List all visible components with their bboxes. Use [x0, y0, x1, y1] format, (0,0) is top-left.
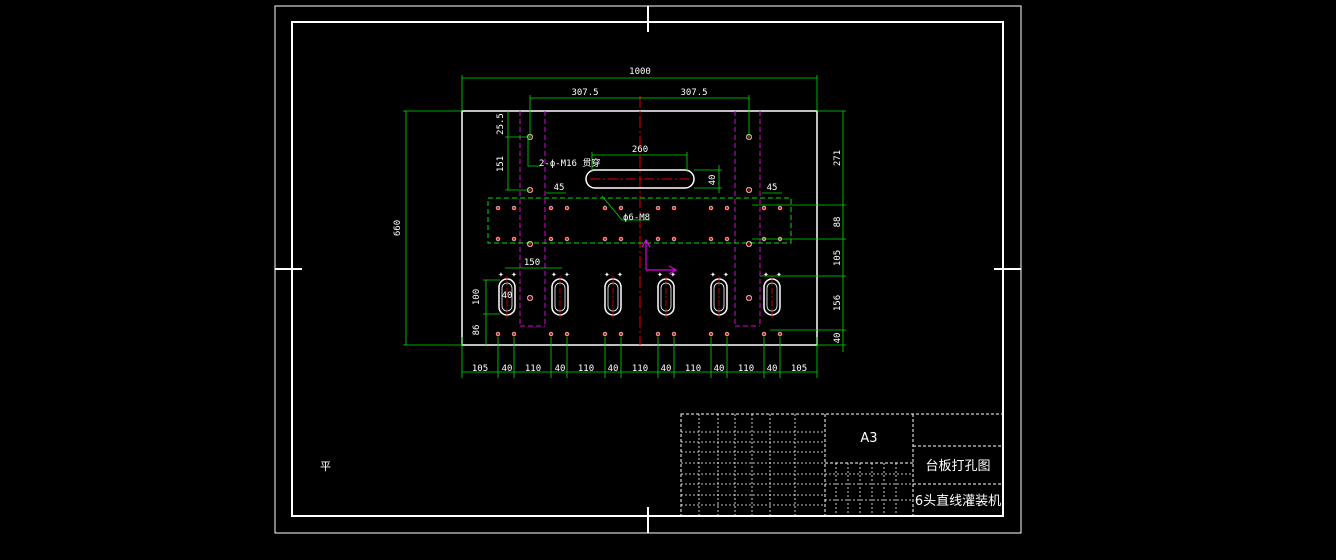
dim-slot-height: 100	[472, 289, 482, 305]
slot-mark-left-3: ✦	[604, 271, 610, 279]
title-block-grid	[681, 414, 913, 516]
dimension-lines	[403, 75, 846, 373]
origin-marker	[641, 238, 678, 275]
vertical-slot-inner-3	[607, 282, 619, 312]
slot-mark-right-4: ✦	[670, 271, 676, 279]
dim-bottom-2: 40	[502, 364, 513, 374]
dim-overall-width: 1000	[629, 67, 651, 77]
dim-right-2: 88	[833, 217, 843, 228]
dim-slot-pitch: 150	[524, 258, 540, 268]
dim-right-small: 45	[767, 183, 778, 193]
slot-mark-left-1: ✦	[498, 271, 504, 279]
slot-mark-right-6: ✦	[776, 271, 782, 279]
bottom-extension-lines	[461, 337, 818, 378]
project-name: 6头直线灌装机	[915, 494, 1001, 509]
dim-bottom-8: 40	[661, 364, 672, 374]
vertical-slot-inner-5	[713, 282, 725, 312]
vertical-slot-inner-4	[660, 282, 672, 312]
title-block	[680, 413, 1004, 517]
rail-outline	[487, 197, 792, 244]
dim-left-vertical-total: 660	[393, 220, 403, 236]
dim-bottom-13: 105	[791, 364, 807, 374]
sheet-inner-frame	[291, 21, 1004, 517]
vertical-slot-inner-6	[766, 282, 778, 312]
slot-mark-right-2: ✦	[564, 271, 570, 279]
slot-mark-left-6: ✦	[763, 271, 769, 279]
hidden-lines	[519, 111, 761, 327]
dim-half-span-left: 307.5	[571, 88, 598, 98]
dim-bottom-9: 110	[685, 364, 701, 374]
dim-right-1: 271	[833, 150, 843, 166]
dim-bottom-7: 110	[632, 364, 648, 374]
slot-mark-left-2: ✦	[551, 271, 557, 279]
dim-right-4: 156	[833, 295, 843, 311]
top-slot	[585, 169, 695, 189]
dim-bottom-11: 110	[738, 364, 754, 374]
sheet-size: A3	[860, 431, 877, 446]
dim-left-vertical-bottom: 86	[472, 325, 482, 336]
dim-bottom-6: 40	[608, 364, 619, 374]
vertical-slots: ✦ ✦ ✦ ✦ ✦ ✦ ✦ ✦ ✦ ✦ ✦ ✦	[498, 271, 782, 318]
dim-right-3: 105	[833, 250, 843, 266]
dim-slot-width: 40	[708, 175, 718, 186]
slot-mark-right-1: ✦	[511, 271, 517, 279]
dim-bottom-4: 40	[555, 364, 566, 374]
dim-slot-small-width: 40	[502, 291, 513, 301]
slot-mark-left-4: ✦	[657, 271, 663, 279]
dim-half-span-right: 307.5	[680, 88, 707, 98]
note-mark: 平	[320, 460, 331, 473]
dim-right-5: 40	[833, 333, 843, 344]
dim-bottom-10: 40	[714, 364, 725, 374]
dim-left-vertical-second: 151	[496, 156, 506, 172]
vertical-slot-inner-2	[554, 282, 566, 312]
dim-left-small: 45	[554, 183, 565, 193]
slot-mark-left-5: ✦	[710, 271, 716, 279]
dim-bottom-5: 110	[578, 364, 594, 374]
callout-middle-holes: ϕ6-M8	[623, 213, 650, 223]
dim-bottom-3: 110	[525, 364, 541, 374]
drawing-title: 台板打孔图	[925, 459, 990, 474]
callout-top-holes: 2-ϕ-M16 贯穿	[539, 157, 600, 169]
centering-marks	[275, 6, 1021, 533]
dim-bottom-1: 105	[472, 364, 488, 374]
dim-slot-length: 260	[632, 145, 648, 155]
vertical-slot-inner-1	[501, 282, 513, 312]
slot-mark-right-5: ✦	[723, 271, 729, 279]
dim-left-vertical-top: 25.5	[496, 113, 506, 135]
slot-mark-right-3: ✦	[617, 271, 623, 279]
bottom-dimension-labels: 105 40 110 40 110 40 110 40 110 40 110 4…	[472, 364, 807, 374]
dim-bottom-12: 40	[767, 364, 778, 374]
